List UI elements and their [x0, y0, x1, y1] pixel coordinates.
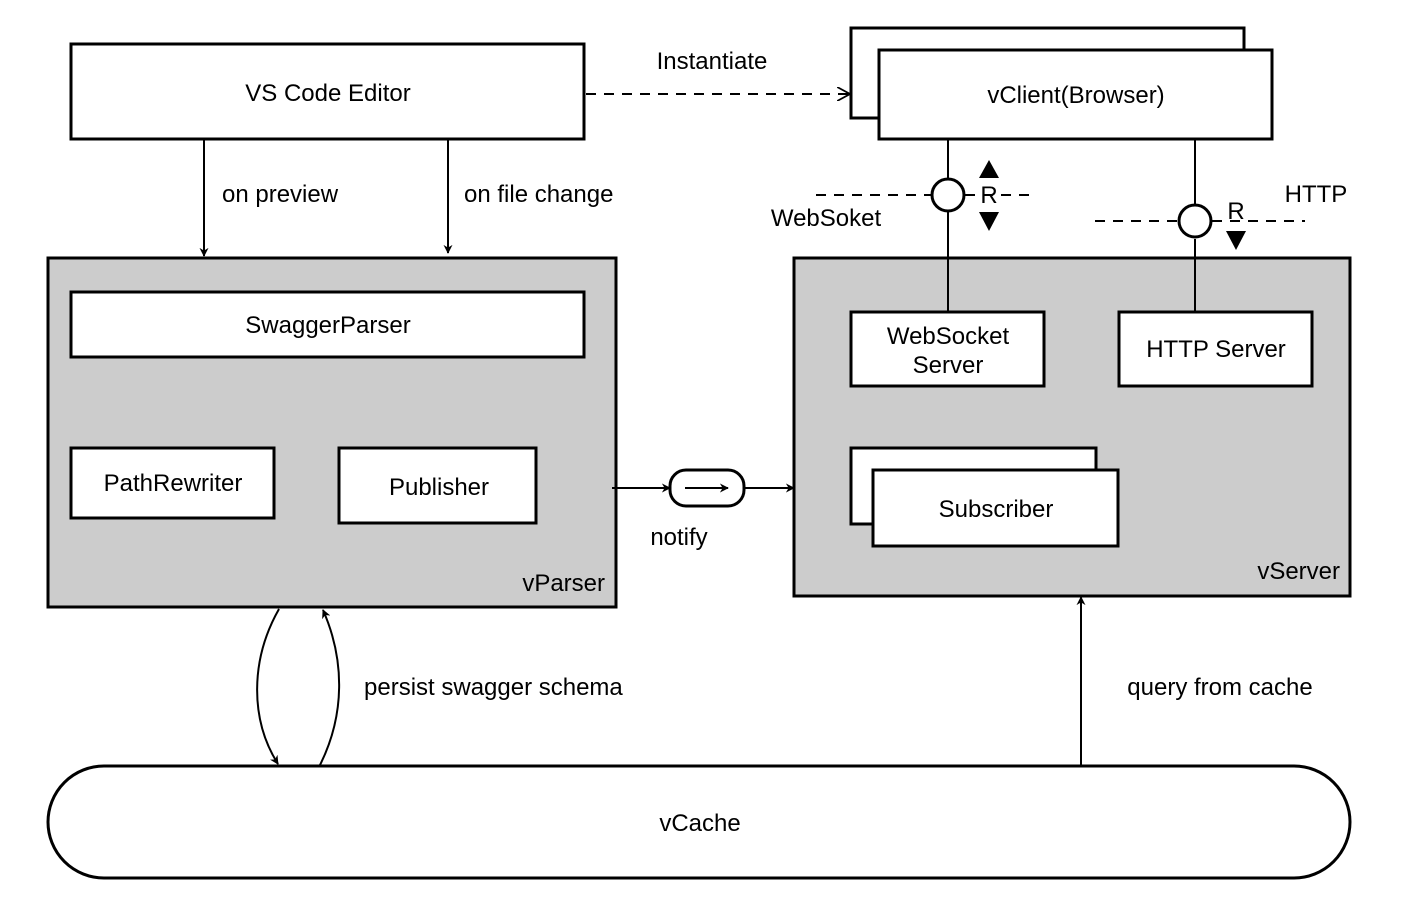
websocket-role-label: R	[980, 182, 997, 209]
vparser-container: SwaggerParser PathRewriter Publisher vPa…	[46, 256, 618, 609]
query-label: query from cache	[1127, 674, 1312, 701]
websocket-server-label-line1: WebSocket	[887, 323, 1010, 350]
persist-edge: persist swagger schema	[256, 608, 623, 766]
swagger-parser-label: SwaggerParser	[245, 312, 410, 339]
vs-code-editor-label: VS Code Editor	[245, 80, 410, 107]
vcache-label: vCache	[659, 810, 740, 837]
vclient-node: vClient(Browser)	[849, 26, 1274, 141]
websocket-server-label-line2: Server	[913, 352, 984, 379]
path-rewriter-label: PathRewriter	[104, 470, 243, 497]
websocket-server-node	[849, 310, 1046, 388]
subscriber-node: Subscriber	[849, 446, 1120, 548]
subscriber-label: Subscriber	[939, 496, 1054, 523]
http-port-icon	[1177, 203, 1213, 239]
vserver-container: WebSocket Server HTTP Server Subscriber …	[792, 256, 1352, 598]
query-edge: query from cache	[1076, 596, 1313, 766]
swagger-parser-node	[69, 290, 586, 359]
http-server-node	[1117, 310, 1314, 388]
instantiate-label: Instantiate	[657, 48, 768, 75]
notify-edge: notify	[612, 468, 795, 551]
http-server-label: HTTP Server	[1146, 336, 1286, 363]
vclient-label: vClient(Browser)	[987, 82, 1164, 109]
http-down-arrow-icon	[1226, 231, 1246, 250]
vcache-node: vCache	[46, 764, 1352, 880]
on-file-change-edge: on file change	[443, 140, 613, 254]
notify-label: notify	[650, 524, 707, 551]
websocket-port-icon	[930, 177, 966, 213]
vparser-label: vParser	[522, 570, 605, 597]
websocket-up-arrow-icon	[979, 160, 999, 178]
on-preview-label: on preview	[222, 181, 339, 208]
vserver-label: vServer	[1257, 558, 1340, 585]
http-interface: R HTTP	[1095, 140, 1347, 312]
http-role-label: R	[1227, 198, 1244, 225]
vs-code-editor-node: VS Code Editor	[69, 42, 586, 141]
publisher-label: Publisher	[389, 474, 489, 501]
publisher-node	[337, 446, 538, 525]
on-file-change-label: on file change	[464, 181, 613, 208]
path-rewriter-node	[69, 446, 276, 520]
instantiate-edge: Instantiate	[586, 48, 850, 94]
websocket-down-arrow-icon	[979, 212, 999, 231]
on-preview-edge: on preview	[199, 140, 339, 257]
websocket-interface-label: WebSoket	[771, 205, 882, 232]
websocket-interface: R WebSoket	[771, 140, 1030, 312]
http-interface-label: HTTP	[1285, 181, 1348, 208]
persist-label: persist swagger schema	[364, 674, 623, 701]
